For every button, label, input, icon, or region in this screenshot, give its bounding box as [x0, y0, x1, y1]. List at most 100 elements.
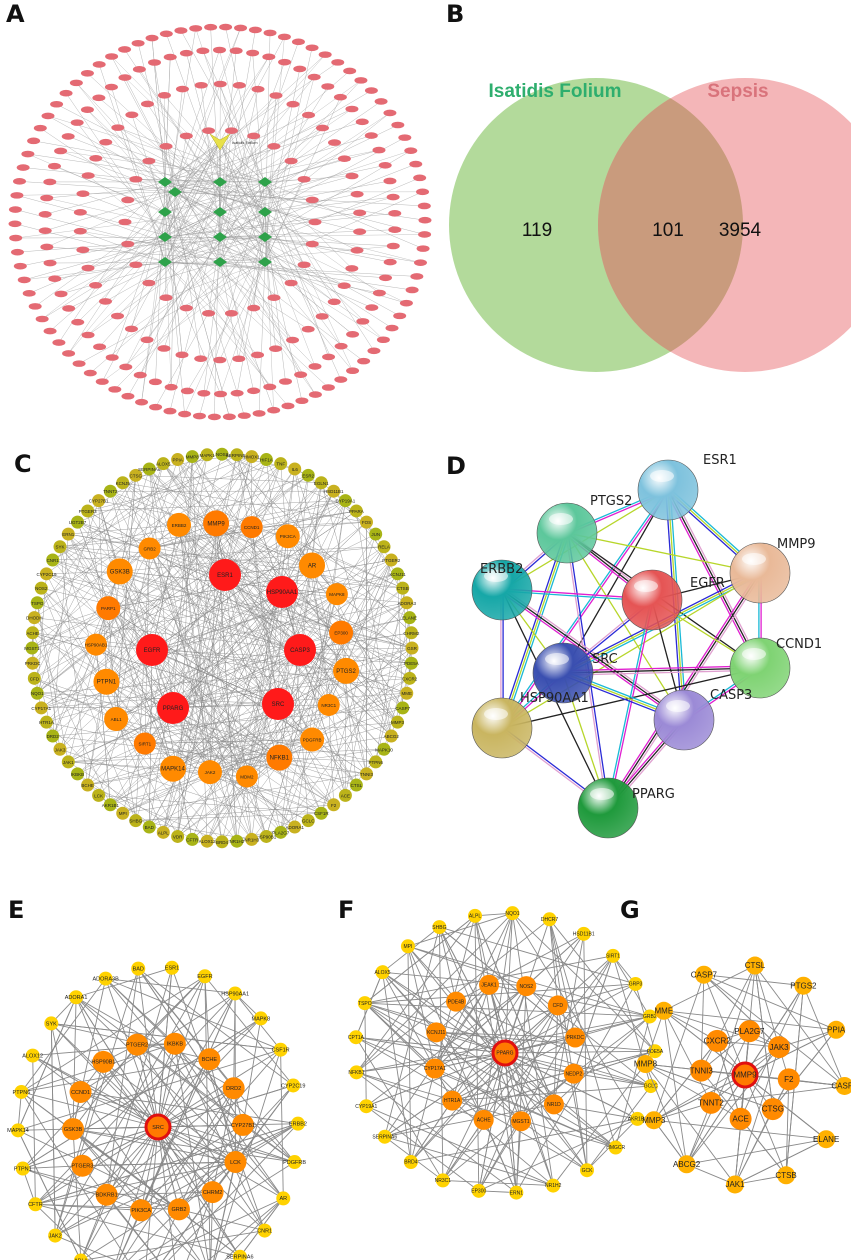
protein-label: SERPINA6 — [372, 1134, 397, 1140]
protein-label: CCND1 — [71, 1090, 90, 1096]
network-edge — [135, 475, 403, 589]
network-edge — [407, 946, 412, 1163]
network-edge — [382, 971, 527, 987]
protein-node — [96, 596, 121, 621]
protein-label: ABCG2 — [384, 734, 400, 739]
protein-node — [73, 1253, 88, 1260]
protein-label: LCK — [230, 1160, 241, 1166]
network-edge — [384, 926, 440, 1137]
network-edge — [221, 454, 412, 633]
protein-node — [400, 686, 414, 700]
protein-node — [369, 527, 383, 541]
protein-label: HMOX1 — [244, 455, 261, 460]
protein-label: GSR — [407, 646, 418, 651]
network-edge — [54, 976, 206, 1236]
protein-label: ALOX5 — [374, 970, 390, 976]
network-edge — [157, 1087, 234, 1128]
protein-label: NR1H3 — [244, 837, 259, 842]
network-edge — [336, 533, 376, 595]
network-edge — [340, 632, 392, 737]
protein-node — [27, 611, 41, 625]
protein-label: CSF1R — [314, 811, 330, 816]
protein-node — [62, 1118, 85, 1141]
network-edge — [106, 456, 193, 682]
protein-label: HIF1A — [260, 458, 273, 463]
protein-node — [384, 553, 398, 567]
protein-node — [25, 1048, 40, 1063]
network-edge — [163, 463, 217, 524]
protein-label: PARP1 — [101, 606, 116, 611]
protein-node — [156, 825, 170, 839]
protein-label: ACHE — [26, 631, 39, 636]
network-edge — [128, 1209, 180, 1260]
protein-label: JUN — [371, 532, 380, 537]
protein-label: CASP7 — [395, 706, 410, 711]
interaction-edge — [500, 591, 684, 723]
protein-label: ERBB2 — [480, 562, 523, 577]
network-edge — [108, 559, 392, 609]
interaction-edge — [562, 667, 761, 674]
protein-label: ACE — [341, 793, 350, 798]
protein-node — [215, 835, 229, 849]
protein-label: TNF — [276, 462, 285, 467]
network-edge — [364, 983, 636, 1004]
protein-node — [138, 537, 161, 560]
protein-node — [276, 1191, 291, 1206]
network-edge — [35, 1123, 299, 1205]
network-edge — [710, 965, 756, 1103]
network-edge — [236, 454, 279, 705]
protein-label: CHRM2 — [203, 1190, 223, 1196]
network-edge — [103, 1061, 236, 1163]
protein-label: SYK — [55, 545, 64, 550]
network-edge — [525, 985, 652, 1087]
protein-label: CYP17A1 — [31, 706, 51, 711]
protein-label: HSD11B1 — [324, 489, 344, 494]
protein-node — [81, 504, 95, 518]
protein-label: CTSB — [775, 1171, 796, 1180]
protein-label: DRD2 — [226, 1086, 241, 1092]
network-edge — [149, 548, 279, 705]
interaction-edge — [669, 488, 763, 668]
network-edge — [311, 565, 412, 664]
protein-node — [290, 1116, 305, 1131]
network-edge — [686, 1138, 827, 1165]
protein-label: EGFR — [197, 974, 212, 980]
protein-label: MAPK10 — [375, 747, 393, 752]
network-edge — [37, 670, 347, 694]
protein-label: ESR2 — [302, 473, 314, 478]
protein-label: DRD2 — [47, 734, 60, 739]
protein-node — [116, 806, 130, 820]
protein-node — [505, 906, 520, 921]
protein-node — [726, 1175, 745, 1194]
network-edge — [21, 1091, 159, 1128]
protein-node — [403, 611, 417, 625]
protein-label: GSK3B — [64, 1127, 83, 1133]
network-edge — [98, 500, 174, 769]
network-edge — [686, 1102, 712, 1165]
protein-node — [230, 834, 244, 848]
network-edge — [345, 670, 392, 737]
network-edge — [122, 693, 407, 814]
protein-label: CASP7 — [691, 970, 718, 979]
network-edge — [110, 491, 301, 651]
protein-node — [39, 715, 53, 729]
protein-label: CASP3 — [290, 648, 310, 654]
interaction-edge — [500, 488, 668, 728]
protein-label: BAD — [133, 966, 144, 972]
protein-node — [53, 742, 67, 756]
protein-node — [116, 476, 130, 490]
protein-label: GCLC — [644, 1084, 658, 1090]
protein-node — [349, 1065, 364, 1080]
network-edge — [504, 1050, 655, 1054]
network-edge — [645, 1063, 688, 1165]
protein-node — [391, 567, 405, 581]
protein-node — [167, 1198, 190, 1221]
network-edge — [35, 993, 236, 1205]
network-edge — [375, 617, 410, 762]
network-edge — [210, 1192, 214, 1260]
protein-node — [257, 1223, 272, 1238]
network-edge — [149, 548, 252, 840]
network-edge — [586, 1085, 652, 1171]
protein-node — [827, 1020, 846, 1039]
